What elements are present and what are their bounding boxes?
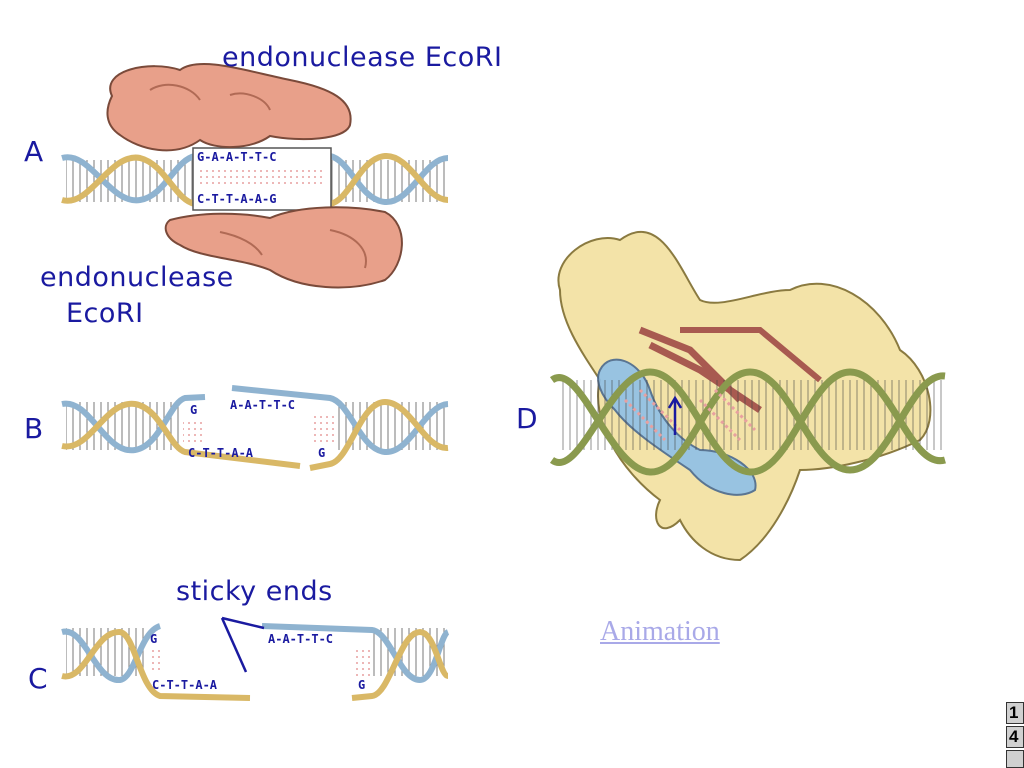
nav-button-1[interactable]: 1 bbox=[1006, 702, 1024, 724]
panel-c-right-top-sequence: A-A-T-T-C bbox=[268, 632, 334, 646]
panel-a-bottom-enzyme-label-line2: EcoRI bbox=[66, 298, 144, 329]
panel-a-letter: A bbox=[24, 135, 44, 168]
panel-d-protein-dna-complex bbox=[549, 231, 946, 562]
panel-b-letter: B bbox=[24, 412, 44, 445]
panel-d-letter: D bbox=[516, 402, 538, 435]
panel-a-top-enzyme-label: endonuclease EcoRI bbox=[222, 42, 503, 73]
panel-a-bottom-enzyme bbox=[164, 206, 403, 289]
panel-a-top-enzyme bbox=[106, 63, 352, 152]
animation-link[interactable]: Animation bbox=[600, 616, 720, 647]
panel-b-right-top-sequence: A-A-T-T-C bbox=[230, 398, 296, 412]
nav-button-partial[interactable] bbox=[1006, 750, 1024, 768]
panel-c-right-bottom-base: G bbox=[358, 678, 366, 692]
panel-b-cut-dna bbox=[61, 385, 449, 471]
panel-b-left-bottom-sequence: C-T-T-A-A bbox=[188, 446, 254, 460]
panel-a-dna-helix bbox=[61, 147, 449, 211]
panel-b-left-top-base: G bbox=[190, 403, 198, 417]
sticky-ends-label: sticky ends bbox=[176, 576, 333, 607]
panel-c-left-bottom-sequence: C-T-T-A-A bbox=[152, 678, 218, 692]
panel-a-bottom-strand-sequence: C-T-T-A-A-G bbox=[197, 192, 277, 206]
panel-c-sticky-dna bbox=[61, 616, 451, 701]
panel-a-top-strand-sequence: G-A-A-T-T-C bbox=[197, 150, 277, 164]
panel-a-bottom-enzyme-label-line1: endonuclease bbox=[40, 262, 234, 293]
panel-c-left-top-base: G bbox=[150, 632, 158, 646]
panel-c-letter: C bbox=[28, 662, 48, 695]
panel-b-right-bottom-base: G bbox=[318, 446, 326, 460]
nav-button-4[interactable]: 4 bbox=[1006, 726, 1024, 748]
